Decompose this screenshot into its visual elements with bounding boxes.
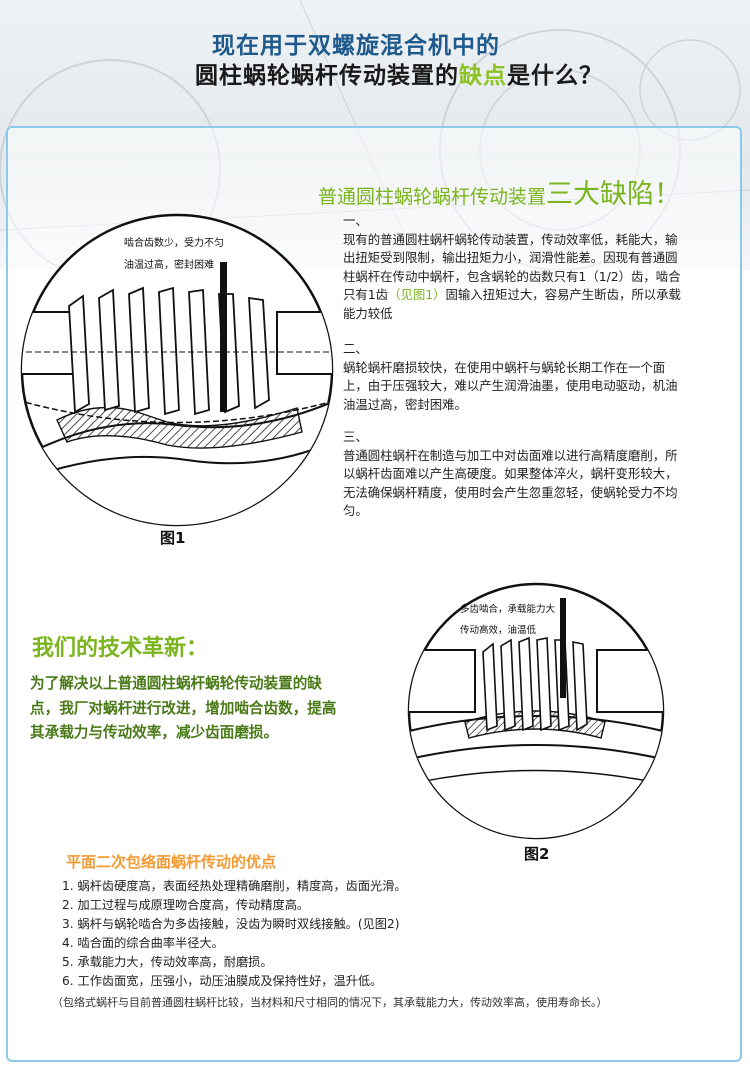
defect-item-1-text: 现有的普通圆柱蜗杆蜗轮传动装置，传动效率低，耗能大，输出扭矩受到限制，输出扭矩力… [343, 231, 681, 303]
advantage-item: 3. 蜗杆与蜗轮啮合为多齿接触，没齿为瞬时双线接触。(见图2) [62, 917, 400, 931]
advantage-item: 4. 啮合面的综合曲率半径大。 [62, 936, 224, 950]
advantage-item: 5. 承载能力大，传动效率高，耐磨损。 [62, 955, 273, 969]
title-text-post: 是什么？ [507, 63, 603, 89]
page-title-line1: 现在用于双螺旋混合机中的 [212, 33, 500, 59]
innovation-text: 为了解决以上普通圆柱蜗杆蜗轮传动装置的缺点，我厂对蜗杆进行改进，增加啮合齿数，提… [30, 675, 337, 741]
defect-item-3-text: 普通圆柱蜗杆在制造与加工中对齿面难以进行高精度磨削，所以蜗杆齿面难以产生高硬度。… [343, 447, 678, 519]
advantage-item: 6. 工作齿面宽，压强小，动压油膜成及保持性好，温升低。 [62, 974, 383, 988]
figure1-diagram [20, 213, 334, 527]
figure1-callout: 啮合齿数少，受力不匀油温过高，密封困难 [124, 233, 224, 277]
defect-item-1-number: 一、 [343, 213, 368, 228]
defects-heading-big: 三大缺陷！ [546, 179, 682, 210]
defect-item-1-figure-ref: （见图1） [388, 287, 446, 303]
figure1-pointer [220, 262, 227, 412]
defect-item-1: 一、现有的普通圆柱蜗杆蜗轮传动装置，传动效率低，耗能大，输出扭矩受到限制，输出扭… [343, 212, 685, 324]
figure2-pointer [560, 598, 566, 698]
defect-item-3: 三、普通圆柱蜗杆在制造与加工中对齿面难以进行高精度磨削，所以蜗杆齿面难以产生高硬… [343, 428, 685, 521]
defect-item-2-text: 蜗轮蜗杆磨损较快，在使用中蜗杆与蜗轮长期工作在一个面上，由于压强较大，难以产生润… [343, 359, 678, 412]
advantages-list: 1. 蜗杆齿硬度高，表面经热处理精确磨削，精度高，齿面光滑。 2. 加工过程与成… [62, 877, 407, 991]
advantage-item: 1. 蜗杆齿硬度高，表面经热处理精确磨削，精度高，齿面光滑。 [62, 879, 407, 893]
page-title-line2: 圆柱蜗轮蜗杆传动装置的缺点是什么？ [195, 56, 603, 90]
defect-item-3-number: 三、 [343, 429, 368, 444]
figure2-label: 图2 [524, 845, 550, 863]
defects-heading-small: 普通圆柱蜗轮蜗杆传动装置 [318, 186, 547, 208]
figure2-diagram [407, 582, 665, 840]
title-highlight: 缺点 [459, 63, 507, 89]
defect-item-2-number: 二、 [343, 341, 368, 356]
innovation-heading: 我们的技术革新： [32, 636, 209, 661]
comparison-note: （包络式蜗杆与目前普通圆柱蜗杆比较，当材料和尺寸相同的情况下，其承载能力大，传动… [52, 996, 608, 1009]
title-text-pre: 圆柱蜗轮蜗杆传动装置的 [195, 63, 459, 89]
defect-item-1-text-post: 固输入扭矩过大，容易产生断齿，所以承载能力较低 [343, 287, 681, 321]
defect-item-2: 二、蜗轮蜗杆磨损较快，在使用中蜗杆与蜗轮长期工作在一个面上，由于压强较大，难以产… [343, 340, 685, 414]
figure2-callout: 多齿啮合，承载能力大传动高效，油温低 [460, 599, 555, 641]
figure1-callout-line1: 啮合齿数少，受力不匀 [124, 238, 224, 249]
advantages-heading: 平面二次包络面蜗杆传动的优点 [66, 853, 277, 871]
figure1-callout-line2: 油温过高，密封困难 [124, 260, 214, 271]
figure2-callout-line2: 传动高效，油温低 [460, 625, 537, 636]
figure1-label: 图1 [160, 529, 186, 547]
defects-heading: 普通圆柱蜗轮蜗杆传动装置三大缺陷！ [318, 172, 681, 211]
figure2-callout-line1: 多齿啮合，承载能力大 [460, 604, 556, 615]
advantage-item: 2. 加工过程与成原理吻合度高，传动精度高。 [62, 898, 310, 912]
